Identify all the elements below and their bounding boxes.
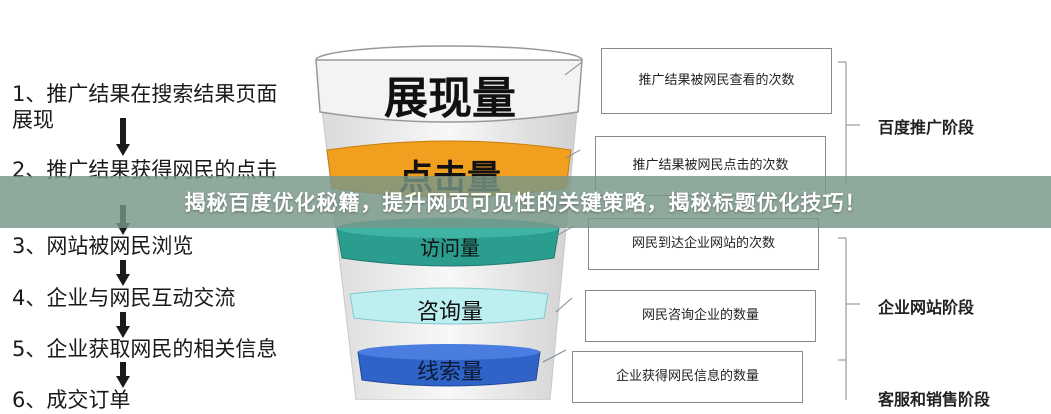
title-banner: 揭秘百度优化秘籍，提升网页可见性的关键策略，揭秘标题优化技巧！ xyxy=(0,176,1051,228)
stage-label-leads: 线索量 xyxy=(416,360,483,385)
down-arrow-icon xyxy=(116,260,130,286)
phase-baidu-promotion: 百度推广阶段 xyxy=(878,118,975,137)
down-arrow-icon xyxy=(116,312,130,338)
step-1: 1、推广结果在搜索结果页面 xyxy=(12,82,278,106)
step-3: 3、网站被网民浏览 xyxy=(12,234,194,258)
stage-label-impressions: 展现量 xyxy=(384,73,516,124)
down-arrow-icon xyxy=(116,118,130,156)
stage-1-band xyxy=(315,59,583,123)
banner-title: 揭秘百度优化秘籍，提升网页可见性的关键策略，揭秘标题优化技巧！ xyxy=(184,191,867,215)
description-impressions: 推广结果被网民查看的次数 xyxy=(601,48,832,114)
stage-label-visits: 访问量 xyxy=(420,236,480,260)
step-1-continued: 展现 xyxy=(12,108,54,132)
stage-label-inquiries: 咨询量 xyxy=(416,300,483,325)
funnel-graphic xyxy=(315,45,583,400)
description-inquiries: 网民咨询企业的数量 xyxy=(585,290,816,342)
step-4: 4、企业与网民互动交流 xyxy=(12,286,236,310)
down-arrow-icon xyxy=(116,362,130,388)
phase-customer-service-sales: 客服和销售阶段 xyxy=(878,390,991,409)
stage-4-band xyxy=(349,287,549,325)
step-5: 5、企业获取网民的相关信息 xyxy=(12,337,278,361)
conversion-funnel: 展现量 点击量 访问量 咨询量 线索量 xyxy=(300,0,590,400)
connector-lines xyxy=(542,61,860,400)
phase-company-website: 企业网站阶段 xyxy=(878,298,975,317)
stage-5-rim xyxy=(358,344,540,360)
description-leads: 企业获得网民信息的数量 xyxy=(572,351,803,403)
